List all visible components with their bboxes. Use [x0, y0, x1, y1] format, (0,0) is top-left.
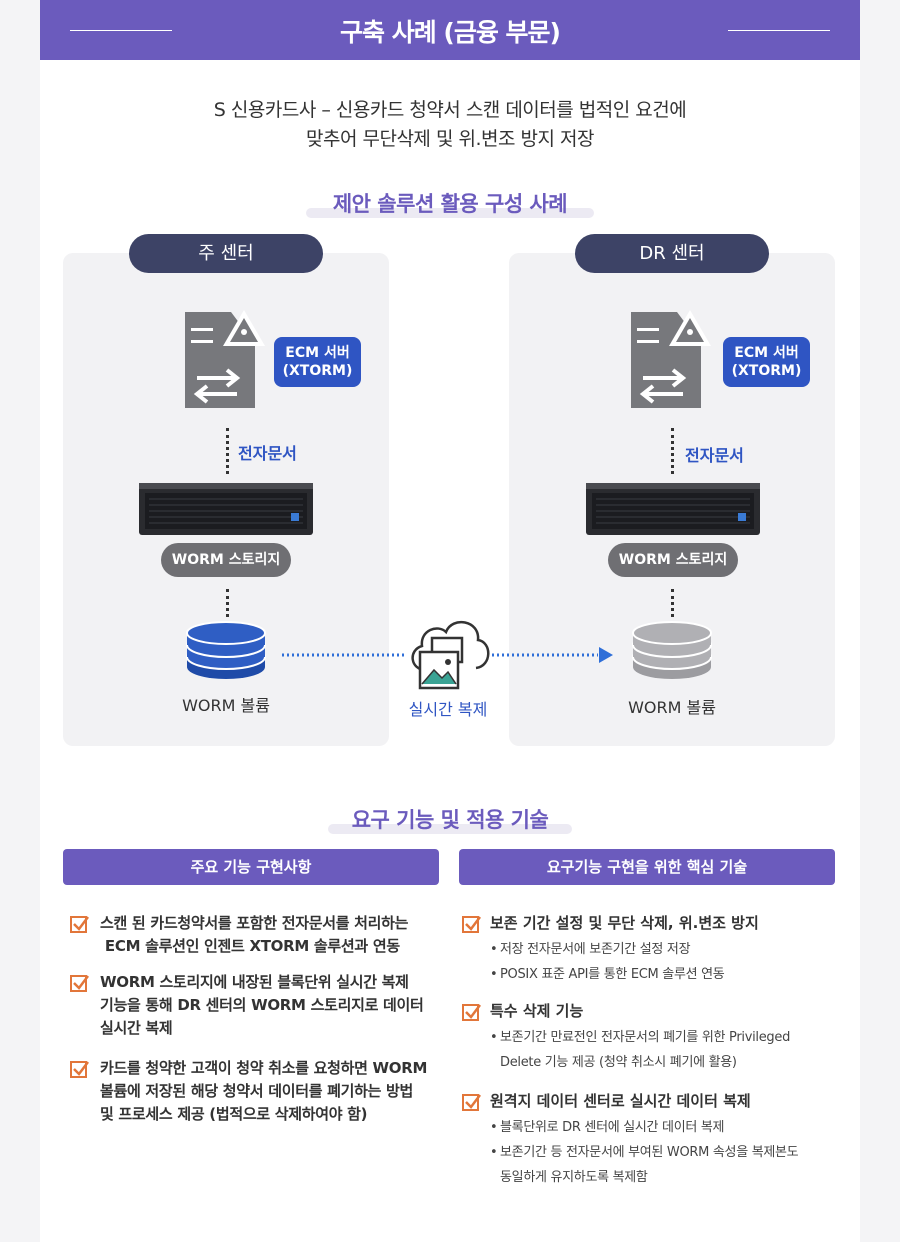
- worm-volume-icon: [186, 621, 266, 679]
- header-banner: 구축 사례 (금융 부문): [40, 0, 860, 60]
- tech-bullet-continued: 동일하게 유지하도록 복제함: [500, 1170, 648, 1185]
- replication-label: 실시간 복제: [408, 700, 488, 719]
- worm-storage-icon: [139, 483, 313, 535]
- dr-ecm-server-label: ECM 서버: [734, 345, 799, 361]
- ecm-server-badge: ECM 서버 (XTORM): [274, 337, 361, 387]
- intro-line-2: 맞추어 무단삭제 및 위.변조 방지 저장: [306, 128, 594, 150]
- tech-item: 보존 기간 설정 및 무단 삭제, 위.변조 방지 저장 전자문서에 보존기간 …: [462, 912, 842, 987]
- checkbox-icon: [462, 1094, 481, 1111]
- worm-volume-label: WORM 볼륨: [182, 696, 270, 715]
- worm-storage-label: WORM 스토리지: [161, 543, 291, 577]
- feature-item: 카드를 청약한 고객이 청약 취소를 요청하면 WORM 볼륨에 저장된 해당 …: [70, 1057, 440, 1126]
- diagram-heading: 제안 솔루션 활용 구성 사례: [306, 188, 594, 218]
- main-center-label: 주 센터: [129, 234, 323, 273]
- feature-item-line: 카드를 청약한 고객이 청약 취소를 요청하면 WORM: [100, 1059, 428, 1077]
- tech-item: 특수 삭제 기능 보존기간 만료전인 전자문서의 폐기를 위한 Privileg…: [462, 1000, 842, 1075]
- checkbox-icon: [462, 916, 481, 933]
- banner-divider-right: [728, 30, 830, 31]
- tech-item-title: 원격지 데이터 센터로 실시간 데이터 복제: [490, 1092, 751, 1110]
- feature-item: WORM 스토리지에 내장된 블록단위 실시간 복제 기능을 통해 DR 센터의…: [70, 971, 440, 1040]
- checkbox-icon: [462, 1004, 481, 1021]
- tech-bullet: 보존기간 만료전인 전자문서의 폐기를 위한 Privileged: [490, 1025, 842, 1050]
- tech-item-title: 특수 삭제 기능: [490, 1002, 584, 1020]
- page-title: 구축 사례 (금융 부문): [340, 18, 561, 47]
- checkbox-icon: [70, 1061, 89, 1078]
- feature-item-line: 실시간 복제: [100, 1019, 173, 1037]
- connector-dots: [671, 589, 674, 617]
- feature-item-line: 및 프로세스 제공 (법적으로 삭제하여야 함): [100, 1105, 368, 1123]
- checkbox-icon: [70, 916, 89, 933]
- tech-bullet: 저장 전자문서에 보존기간 설정 저장: [490, 937, 842, 962]
- dr-worm-storage-label: WORM 스토리지: [608, 543, 738, 577]
- diagram-heading-text: 제안 솔루션 활용 구성 사례: [332, 192, 568, 216]
- tech-item-title: 보존 기간 설정 및 무단 삭제, 위.변조 방지: [490, 914, 759, 932]
- tech-bullet: 보존기간 등 전자문서에 부여된 WORM 속성을 복제본도: [490, 1140, 842, 1165]
- key-features-title: 주요 기능 구현사항: [63, 849, 439, 885]
- server-document-icon: [185, 310, 265, 408]
- feature-item-line: WORM 스토리지에 내장된 블록단위 실시간 복제: [100, 973, 409, 991]
- core-tech-title: 요구기능 구현을 위한 핵심 기술: [459, 849, 835, 885]
- connector-dots: [226, 428, 229, 474]
- feature-item-line: ECM 솔루션인 인젠트 XTORM 솔루션과 연동: [100, 937, 400, 955]
- feature-item-line: 기능을 통해 DR 센터의 WORM 스토리지로 데이터: [100, 996, 424, 1014]
- intro-line-1: S 신용카드사 – 신용카드 청약서 스캔 데이터를 법적인 요건에: [213, 99, 687, 121]
- tech-item: 원격지 데이터 센터로 실시간 데이터 복제 블록단위로 DR 센터에 실시간 …: [462, 1090, 842, 1190]
- heading-highlight: [306, 208, 594, 218]
- replication-arrow: [282, 647, 613, 663]
- requirements-heading-text: 요구 기능 및 적용 기술: [351, 808, 549, 832]
- dr-worm-storage-icon: [586, 483, 760, 535]
- cloud-image-icon: [411, 620, 490, 690]
- dr-edoc-label: 전자문서: [685, 446, 744, 465]
- connector-dots: [226, 589, 229, 617]
- server-document-icon: [631, 310, 711, 408]
- banner-divider-left: [70, 30, 172, 31]
- dr-ecm-server-sublabel: (XTORM): [731, 363, 802, 379]
- ecm-server-sublabel: (XTORM): [282, 363, 353, 379]
- dr-worm-volume-icon: [632, 621, 712, 679]
- requirements-heading: 요구 기능 및 적용 기술: [328, 804, 572, 834]
- tech-bullet-continued: Delete 기능 제공 (청약 취소시 폐기에 활용): [500, 1055, 737, 1070]
- feature-item: 스캔 된 카드청약서를 포함한 전자문서를 처리하는 ECM 솔루션인 인젠트 …: [70, 912, 440, 958]
- heading-highlight: [328, 824, 572, 834]
- feature-item-line: 볼륨에 저장된 해당 청약서 데이터를 폐기하는 방법: [100, 1082, 414, 1100]
- dr-ecm-server-badge: ECM 서버 (XTORM): [723, 337, 810, 387]
- checkbox-icon: [70, 975, 89, 992]
- edoc-label: 전자문서: [238, 444, 297, 463]
- ecm-server-label: ECM 서버: [285, 345, 350, 361]
- connector-dots: [671, 428, 674, 474]
- tech-bullet: 블록단위로 DR 센터에 실시간 데이터 복제: [490, 1115, 842, 1140]
- dr-worm-volume-label: WORM 볼륨: [628, 698, 716, 717]
- feature-item-line: 스캔 된 카드청약서를 포함한 전자문서를 처리하는: [100, 914, 409, 932]
- intro-text: S 신용카드사 – 신용카드 청약서 스캔 데이터를 법적인 요건에 맞추어 무…: [40, 96, 860, 154]
- tech-bullet: POSIX 표준 API를 통한 ECM 솔루션 연동: [490, 962, 842, 987]
- dr-center-label: DR 센터: [575, 234, 769, 273]
